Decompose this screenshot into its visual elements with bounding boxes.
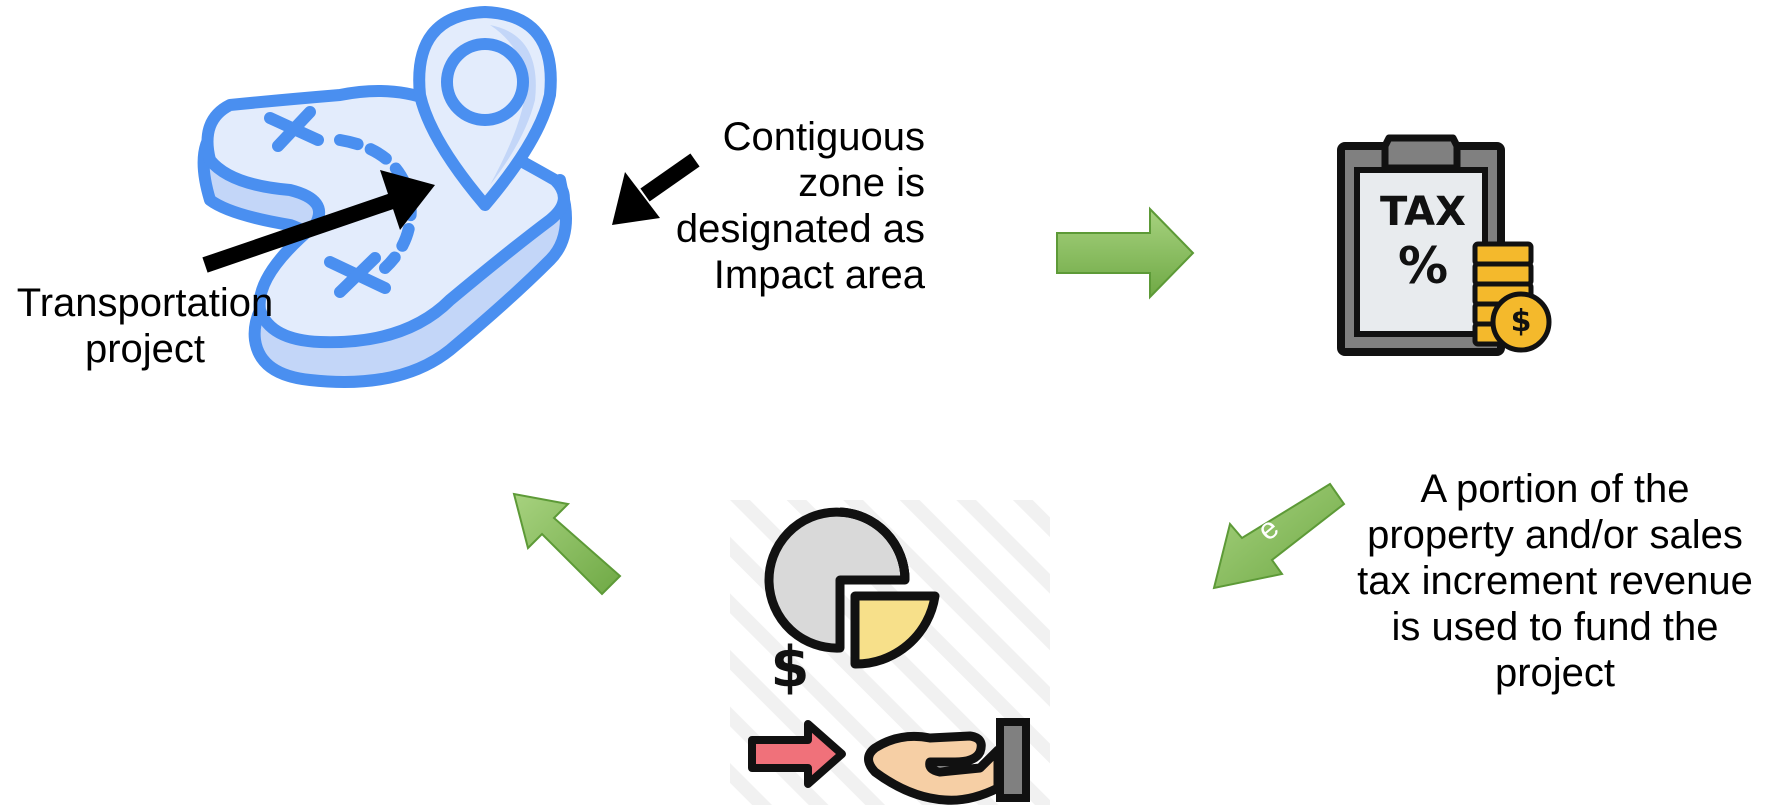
coin-dollar-text: $ <box>1510 304 1532 339</box>
transportation-project-label: Transportation project <box>16 281 274 371</box>
contiguous-zone-label: Contiguous zone is designated as Impact … <box>675 115 925 297</box>
flow-arrow-right <box>1056 206 1195 300</box>
revenue-portion-label: A portion of the property and/or sales t… <box>1357 467 1753 695</box>
tax-clipboard-icon: TAX % $ <box>1335 134 1555 358</box>
dollar-sign-text: $ <box>770 635 810 700</box>
tax-text: TAX <box>1380 189 1466 235</box>
flow-arrow-down-left: e <box>1212 482 1346 590</box>
percent-text: % <box>1397 237 1449 295</box>
map-location-icon <box>197 6 572 388</box>
payment-share-icon: $ <box>730 500 1050 805</box>
flow-arrow-up-left <box>512 492 622 596</box>
